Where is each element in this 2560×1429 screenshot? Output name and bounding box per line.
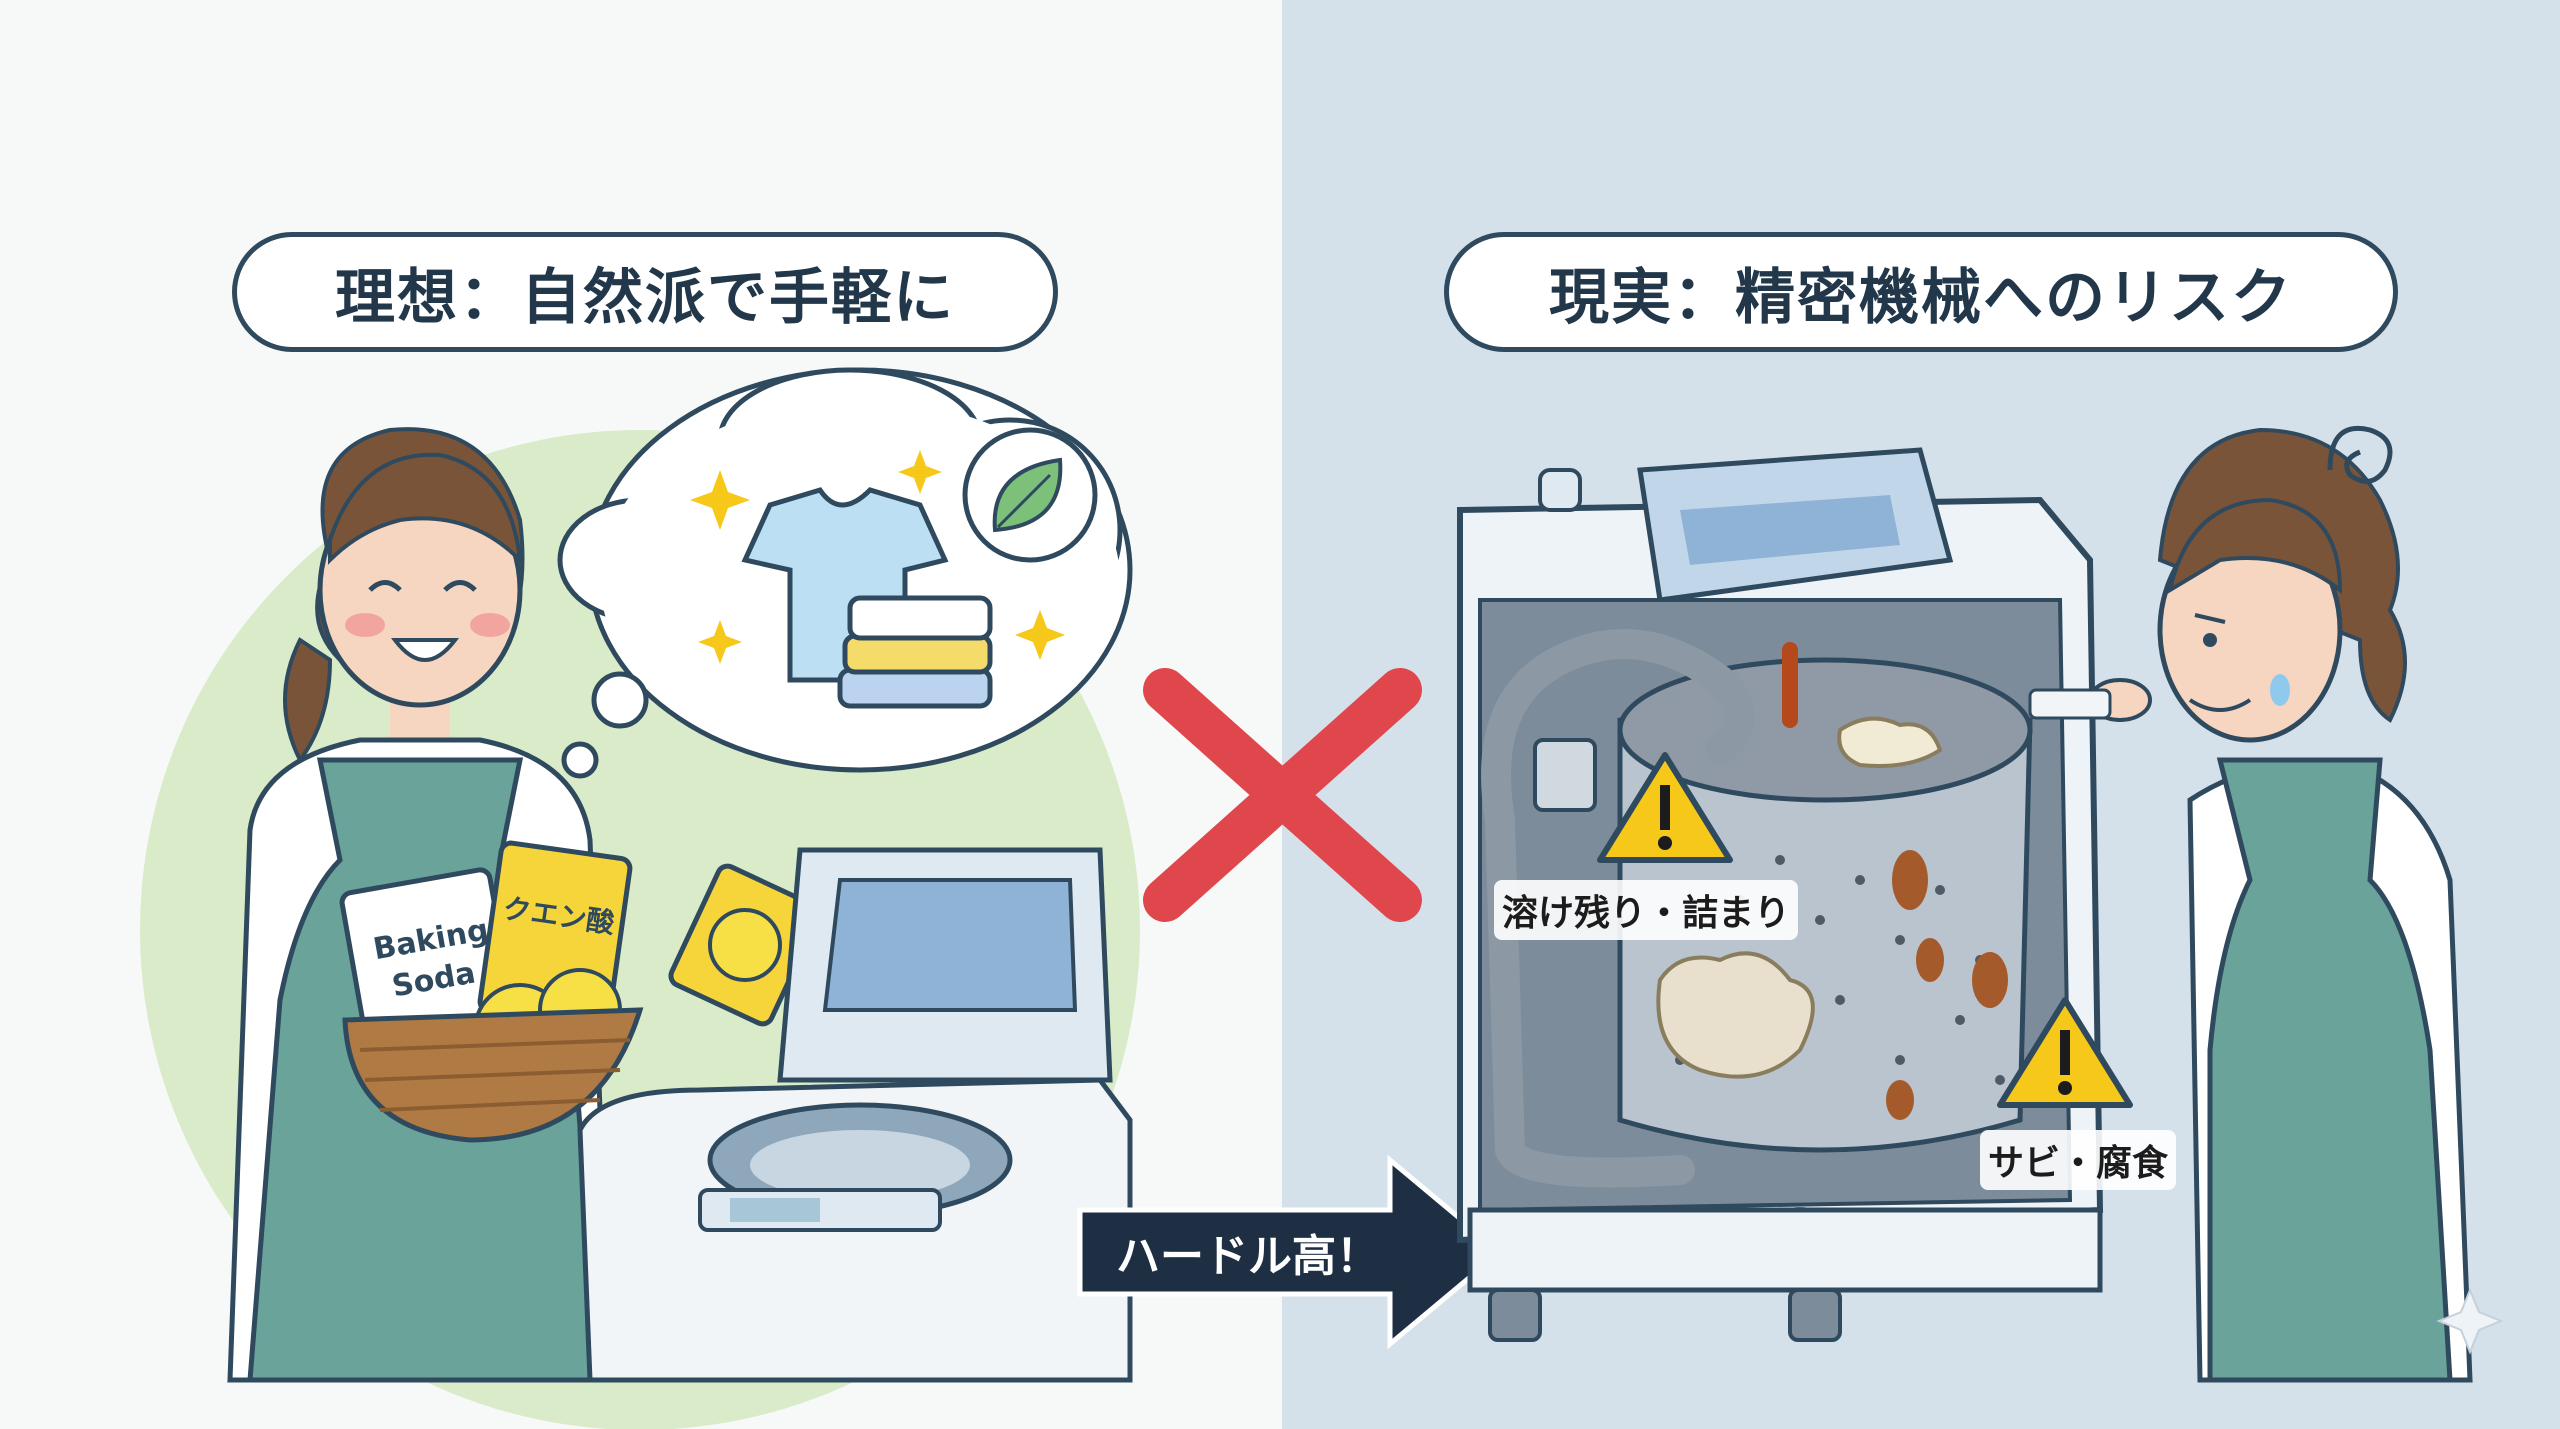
sparkle-icon (2436, 1287, 2504, 1355)
folded-clothes-icon (837, 595, 993, 709)
leaf-icon (962, 427, 1098, 563)
pouring-package (668, 863, 826, 1185)
warning-icon (1997, 997, 2133, 1108)
warning-clog-label: 溶け残り・詰まり (1494, 880, 1799, 940)
ideal-title: 理想：自然派で手軽に (232, 232, 1058, 352)
hurdle-arrow-label: ハードル高！ (1116, 1231, 1380, 1282)
arrow-right-icon (1077, 1154, 1504, 1350)
reality-title: 現実：精密機械へのリスク (1444, 232, 2398, 352)
basket: Baking Soda クエン酸 (339, 840, 644, 1143)
cross-icon (1143, 668, 1422, 922)
worried-woman (2028, 427, 2473, 1383)
stress-swirl-icon (2327, 426, 2393, 484)
sparkle-icon (690, 450, 1065, 664)
thought-bubble (557, 367, 1133, 779)
warning-rust-label: サビ・腐食 (1980, 1130, 2177, 1190)
warning-icon (1597, 752, 1733, 863)
washing-machine-ideal (577, 847, 1133, 1383)
